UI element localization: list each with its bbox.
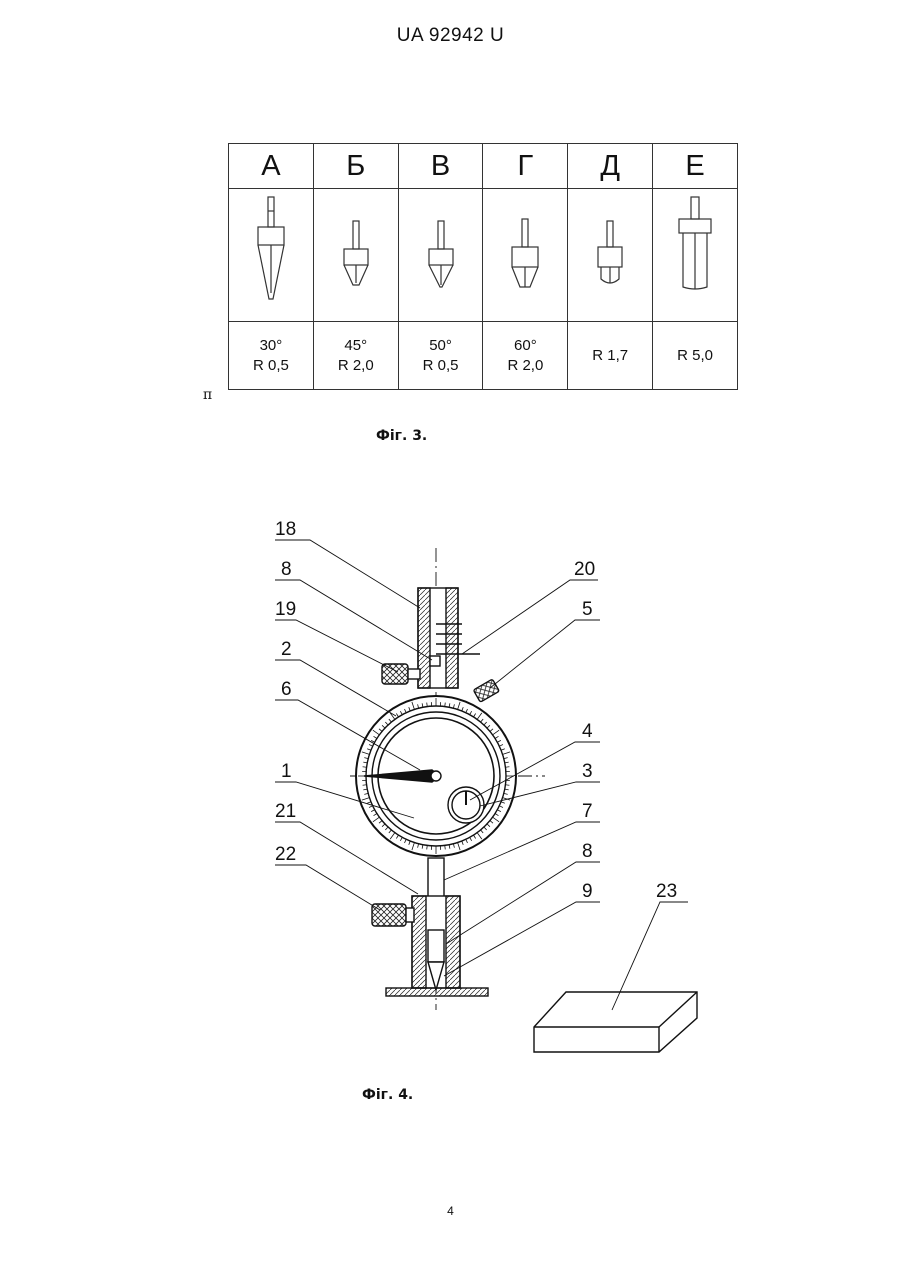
cone-tip-50-icon xyxy=(411,193,471,313)
round-tip-icon xyxy=(580,193,640,313)
dial-tick xyxy=(427,845,428,849)
tip-params-g: 60°R 2,0 xyxy=(483,322,568,390)
dial-tick xyxy=(427,703,428,707)
tip-angle: 50° xyxy=(399,336,483,356)
label-8-top: 8 xyxy=(281,559,292,580)
label-18: 18 xyxy=(275,519,296,540)
tip-radius: R 0,5 xyxy=(229,356,313,376)
label-19: 19 xyxy=(275,599,296,620)
tip-radius: R 2,0 xyxy=(483,356,567,376)
cone-tip-30-icon xyxy=(241,193,301,313)
stray-mark: п xyxy=(203,387,212,403)
label-1: 1 xyxy=(281,761,292,782)
tip-angle: 45° xyxy=(314,336,398,356)
tip-drawing-g xyxy=(483,189,568,322)
dial-tick xyxy=(363,785,367,786)
label-21: 21 xyxy=(275,801,296,822)
tip-params-b: 45°R 2,0 xyxy=(313,322,398,390)
figure-3-caption: Фіг. 3. xyxy=(376,428,427,444)
tip-letter: Е xyxy=(653,144,738,189)
label-23: 23 xyxy=(656,881,677,902)
tip-letter: А xyxy=(229,144,314,189)
label-4: 4 xyxy=(582,721,593,742)
tip-params-d: R 1,7 xyxy=(568,322,653,390)
label-6: 6 xyxy=(281,679,292,700)
dial-tick xyxy=(363,767,367,768)
device-body xyxy=(350,548,697,1052)
cylinder-tip-icon xyxy=(665,193,725,313)
dial-tick xyxy=(505,785,509,786)
dial-tick xyxy=(445,845,446,849)
tip-params-v: 50°R 0,5 xyxy=(398,322,483,390)
indicator-device-drawing: 18 8 19 2 6 1 21 22 20 5 4 3 7 8 9 23 xyxy=(0,500,901,1080)
tip-radius: R 5,0 xyxy=(653,346,737,366)
dial-tick xyxy=(505,767,509,768)
tip-letter: В xyxy=(398,144,483,189)
tip-params-e: R 5,0 xyxy=(653,322,738,390)
page-number: 4 xyxy=(0,1204,901,1218)
label-9: 9 xyxy=(582,881,593,902)
tip-letter: Г xyxy=(483,144,568,189)
cone-tip-45-icon xyxy=(326,193,386,313)
label-8-bottom: 8 xyxy=(582,841,593,862)
label-5: 5 xyxy=(582,599,593,620)
tip-drawing-a xyxy=(229,189,314,322)
label-22: 22 xyxy=(275,844,296,865)
tip-letter: Б xyxy=(313,144,398,189)
tip-angle: 30° xyxy=(229,336,313,356)
tip-radius: R 0,5 xyxy=(399,356,483,376)
tip-letter: Д xyxy=(568,144,653,189)
tip-types-table: А Б В Г Д Е xyxy=(228,143,738,390)
tip-drawing-v xyxy=(398,189,483,322)
tip-drawing-b xyxy=(313,189,398,322)
figure-4-caption: Фіг. 4. xyxy=(362,1087,413,1103)
label-2: 2 xyxy=(281,639,292,660)
label-20: 20 xyxy=(574,559,595,580)
label-7: 7 xyxy=(582,801,593,822)
tip-angle: 60° xyxy=(483,336,567,356)
tip-radius: R 2,0 xyxy=(314,356,398,376)
label-3: 3 xyxy=(582,761,593,782)
tip-radius: R 1,7 xyxy=(568,346,652,366)
cone-tip-60-icon xyxy=(495,193,555,313)
patent-number-header: UA 92942 U xyxy=(0,25,901,47)
tip-params-a: 30°R 0,5 xyxy=(229,322,314,390)
dial-tick xyxy=(445,703,446,707)
tip-drawing-e xyxy=(653,189,738,322)
tip-drawing-d xyxy=(568,189,653,322)
